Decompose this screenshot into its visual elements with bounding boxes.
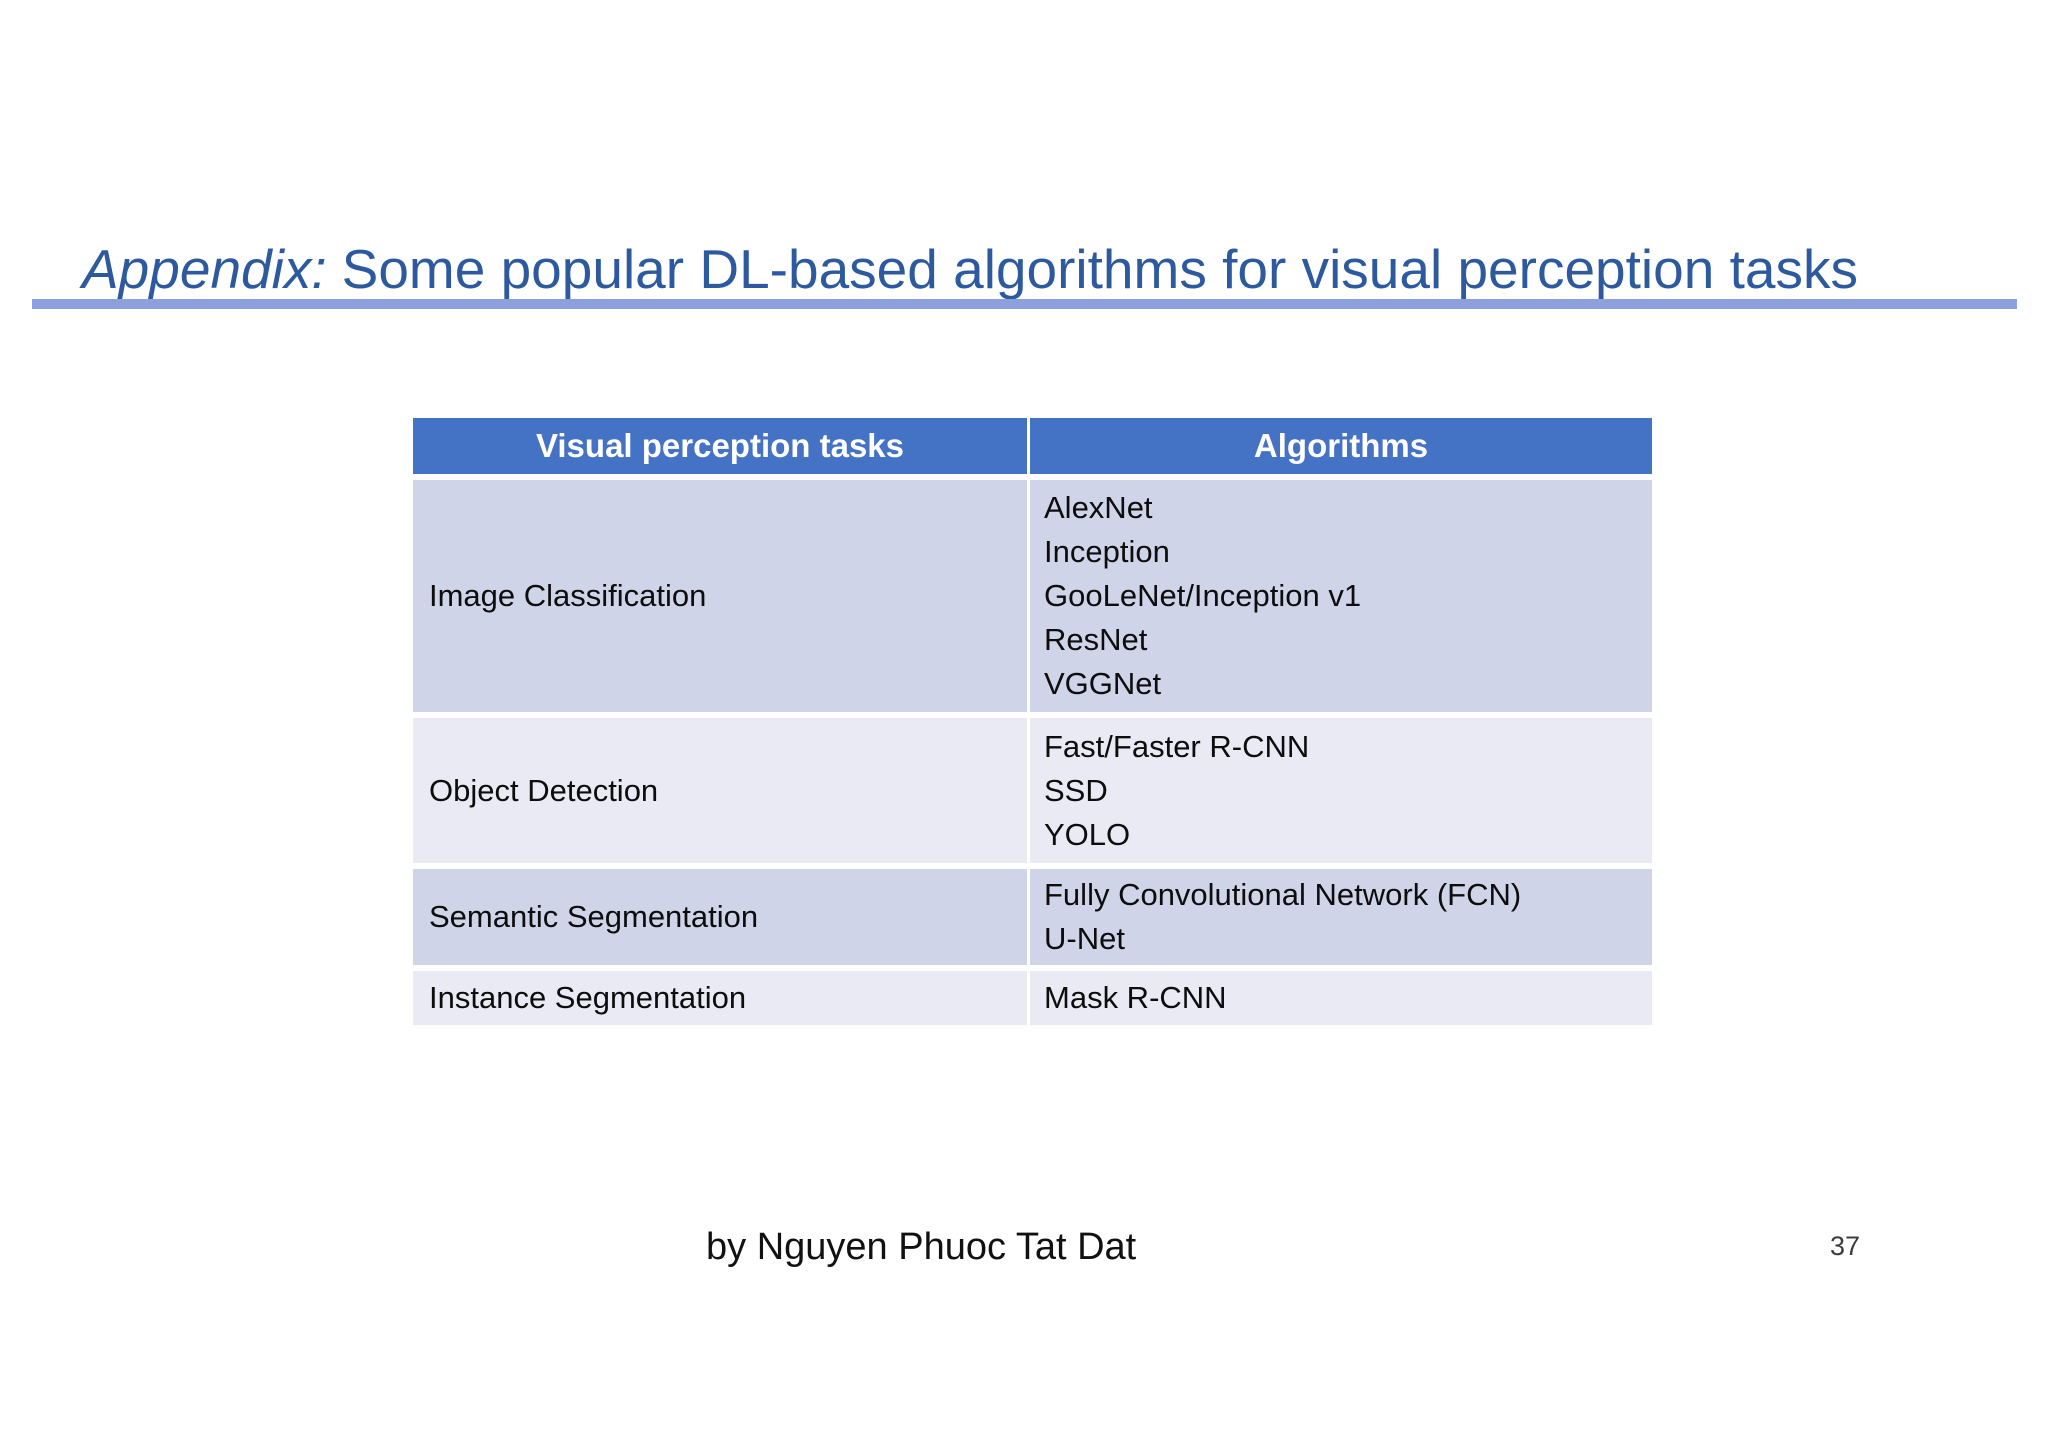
table-row-algorithms-object-detection: Fast/Faster R-CNN SSD YOLO [1030, 718, 1652, 863]
table-row-task-image-classification: Image Classification [413, 480, 1027, 712]
slide-title: Appendix:Some popular DL-based algorithm… [82, 239, 1858, 300]
table-row-task-instance-segmentation: Instance Segmentation [413, 971, 1027, 1025]
title-text: Some popular DL-based algorithms for vis… [341, 237, 1858, 300]
table-row-task-object-detection: Object Detection [413, 718, 1027, 863]
title-divider-rule [32, 299, 2017, 309]
table-header-tasks: Visual perception tasks [413, 418, 1027, 474]
table-row-task-semantic-segmentation: Semantic Segmentation [413, 869, 1027, 965]
table-row-algorithms-semantic-segmentation: Fully Convolutional Network (FCN) U-Net [1030, 869, 1652, 965]
page-number: 37 [1830, 1231, 1861, 1261]
table-row-algorithms-image-classification: AlexNet Inception GooLeNet/Inception v1 … [1030, 480, 1652, 712]
table-header-algorithms: Algorithms [1030, 418, 1652, 474]
algorithms-table: Visual perception tasks Algorithms Image… [413, 418, 1652, 1025]
table-row-algorithms-instance-segmentation: Mask R-CNN [1030, 971, 1652, 1025]
author-credit: by Nguyen Phuoc Tat Dat [706, 1226, 1137, 1268]
title-appendix-prefix: Appendix: [82, 237, 327, 300]
